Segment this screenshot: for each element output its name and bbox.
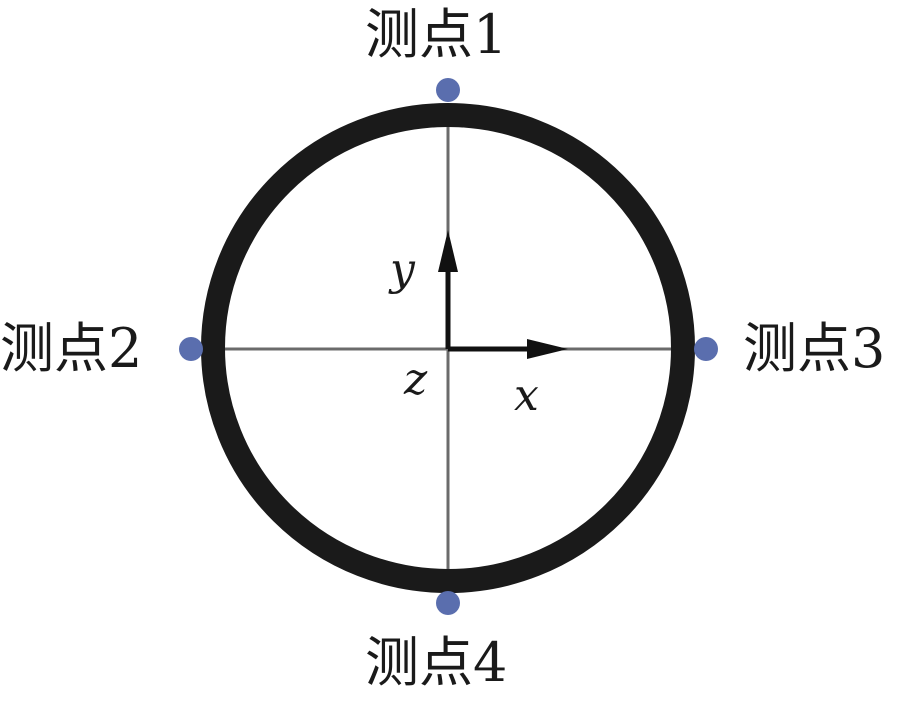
x-axis-arrowhead xyxy=(527,339,568,359)
measurement-point-1-label: 测点1 xyxy=(365,3,508,66)
measurement-point-4-marker xyxy=(436,591,460,615)
measurement-point-3-marker xyxy=(694,337,718,361)
measurement-point-2-label: 测点2 xyxy=(0,317,143,380)
y-axis-label: y xyxy=(390,244,415,295)
measurement-point-3-label: 测点3 xyxy=(743,317,886,380)
x-axis-label: x xyxy=(514,370,539,421)
z-axis-label: z xyxy=(404,354,428,405)
pipe-ring xyxy=(201,103,695,593)
measurement-point-1-marker xyxy=(436,78,460,102)
measurement-point-4-label: 测点4 xyxy=(365,631,508,694)
measurement-point-2-marker xyxy=(179,337,203,361)
y-axis-arrowhead xyxy=(438,230,458,272)
